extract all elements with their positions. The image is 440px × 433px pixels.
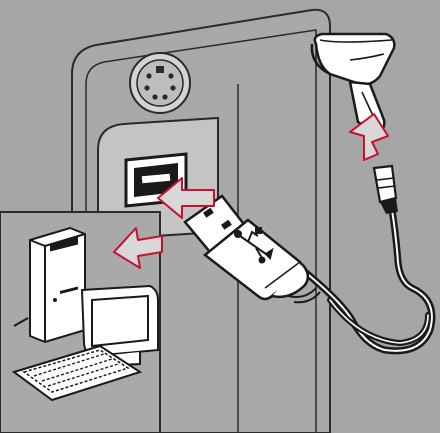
ps2-port-icon [130, 53, 190, 113]
